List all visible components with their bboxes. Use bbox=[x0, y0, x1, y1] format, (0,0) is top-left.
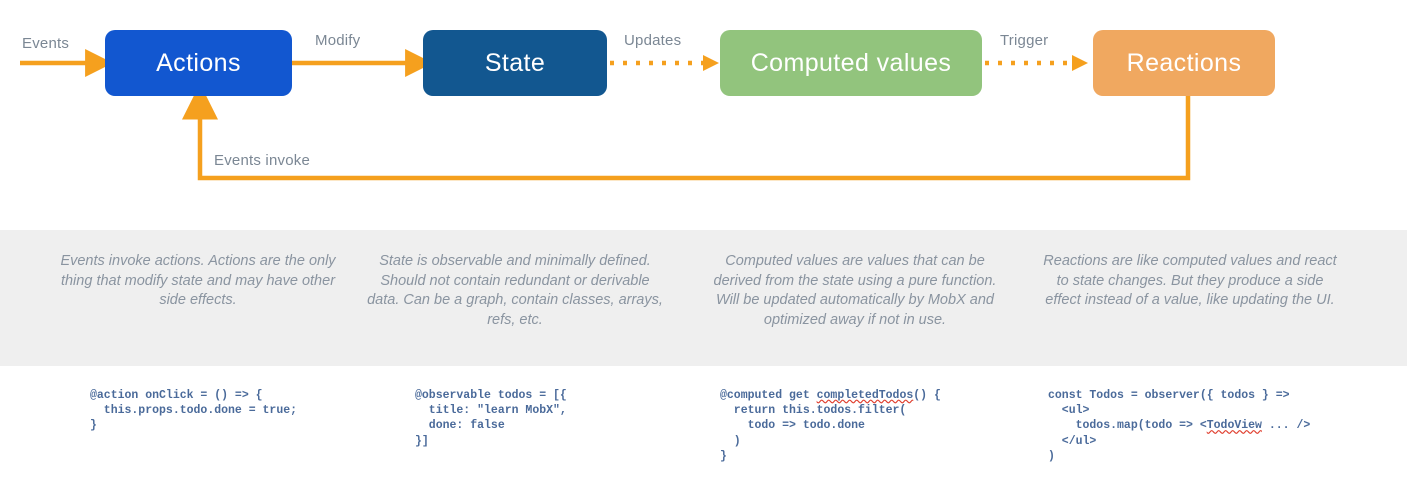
node-state[interactable]: State bbox=[423, 30, 607, 96]
node-reactions[interactable]: Reactions bbox=[1093, 30, 1275, 96]
code-sample-observer: const Todos = observer({ todos } => <ul>… bbox=[1048, 389, 1311, 463]
diagram-arrows bbox=[20, 49, 1191, 181]
description-state: State is observable and minimally define… bbox=[367, 253, 663, 328]
code-sample-computed: @computed get completedTodos() { return … bbox=[720, 389, 941, 463]
node-state-label: State bbox=[484, 48, 546, 77]
edge-label-modify: Modify bbox=[315, 32, 361, 49]
node-actions[interactable]: Actions bbox=[105, 30, 292, 96]
description-band: Events invoke actions. Actions are the o… bbox=[0, 230, 1407, 366]
arrow-events-invoke bbox=[182, 83, 1191, 181]
description-reactions: Reactions are like computed values and r… bbox=[1043, 253, 1337, 309]
edge-label-updates: Updates bbox=[624, 32, 682, 49]
description-computed-values: Computed values are values that can be d… bbox=[713, 253, 997, 328]
arrow-trigger-head bbox=[1072, 55, 1088, 71]
node-computed-values[interactable]: Computed values bbox=[720, 30, 982, 96]
diagram-area: Actions State Computed values Reactions … bbox=[0, 0, 1407, 230]
node-actions-label: Actions bbox=[156, 48, 241, 77]
node-reactions-label: Reactions bbox=[1126, 48, 1242, 77]
code-sample-action: @action onClick = () => { this.props.tod… bbox=[90, 389, 298, 433]
arrow-updates-head bbox=[703, 55, 719, 71]
edge-label-events-invoke: Events invoke bbox=[214, 152, 310, 169]
code-samples-row: @action onClick = () => { this.props.tod… bbox=[0, 366, 1407, 483]
edge-label-events: Events bbox=[22, 35, 70, 52]
node-computed-values-label: Computed values bbox=[750, 48, 952, 77]
description-actions: Events invoke actions. Actions are the o… bbox=[60, 253, 336, 309]
code-sample-observable: @observable todos = [{ title: "learn Mob… bbox=[415, 389, 567, 448]
edge-label-trigger: Trigger bbox=[1000, 32, 1049, 49]
